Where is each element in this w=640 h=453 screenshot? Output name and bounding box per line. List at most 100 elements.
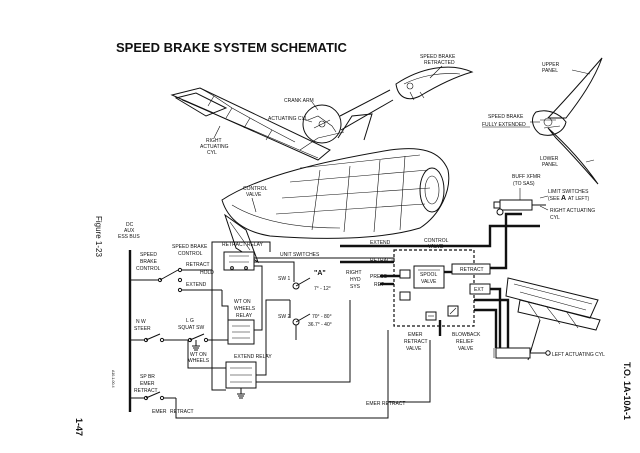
spool-valve-label-1: SPOOL bbox=[420, 272, 437, 278]
wt-on-wheels-label-2: WHEELS bbox=[188, 358, 210, 364]
actuating-cyl-label: ACTUATING CYL bbox=[268, 116, 308, 122]
page-number-label: 1-47 bbox=[74, 418, 84, 436]
limit-switches-label-1: LIMIT SWITCHES bbox=[548, 189, 589, 195]
sp-br-emer-retract-switch bbox=[130, 391, 177, 408]
wt-on-wheels-relay-label-2: WHEELS bbox=[234, 306, 256, 312]
extend-relay-label: EXTEND RELAY bbox=[234, 354, 272, 360]
limit-switches-label-2: (SEE bbox=[548, 196, 560, 202]
hold-position-label: HOLD bbox=[200, 270, 214, 276]
speed-brake-retracted-label-2: RETRACTED bbox=[424, 60, 455, 66]
emer-retract-valve-label-3: VALVE bbox=[406, 346, 422, 352]
sp-br-emer-retract-label-1: SP BR bbox=[140, 374, 155, 380]
figure-number-label: Figure 1-23 bbox=[94, 216, 103, 257]
unit-switches-label: UNIT SWITCHES bbox=[280, 252, 320, 258]
speed-brake-control-left-label-3: CONTROL bbox=[136, 266, 161, 272]
extend-position-label: EXTEND bbox=[186, 282, 207, 288]
crank-arm-callout bbox=[302, 89, 394, 144]
right-hyd-sys-label-2: HYD bbox=[350, 277, 361, 283]
dc-aux-ess-bus-label-3: ESS BUS bbox=[118, 234, 140, 240]
nw-steer-switch bbox=[130, 333, 188, 343]
lower-panel-label-2: PANEL bbox=[542, 162, 558, 168]
right-actuating-cyl-top-label-2: ACTUATING bbox=[200, 144, 229, 150]
extend-pipe-label: EXTEND bbox=[370, 240, 391, 246]
emer-label: EMER bbox=[152, 409, 167, 415]
speed-brake-extended-detail bbox=[530, 57, 603, 185]
upper-panel-label-2: PANEL bbox=[542, 68, 558, 74]
left-actuating-cylinder bbox=[493, 347, 551, 359]
lg-squat-sw-label-1: L G bbox=[186, 318, 194, 324]
limit-switches-a-mark: A bbox=[561, 195, 566, 202]
blowback-relief-valve-label-1: BLOWBACK bbox=[452, 332, 481, 338]
sw2-angle-label-1: 70° - 80° bbox=[312, 314, 332, 320]
wt-on-wheels-relay bbox=[227, 319, 255, 345]
speed-brake-retracted-detail bbox=[395, 65, 474, 101]
wt-on-wheels-label-1: WT ON bbox=[190, 352, 207, 358]
wt-on-wheels-relay-label-1: WT ON bbox=[234, 299, 251, 305]
aircraft-wing-illustration bbox=[170, 87, 601, 361]
blowback-relief-valve-label-2: RELIEF bbox=[456, 339, 474, 345]
control-valve-top-label-1: CONTROL bbox=[243, 186, 268, 192]
a-mark: "A" bbox=[314, 270, 326, 277]
speed-brake-control-mid-label-1: SPEED BRAKE bbox=[172, 244, 208, 250]
wt-on-wheels-relay-label-3: RELAY bbox=[236, 313, 253, 319]
retract-bottom-label: RETRACT bbox=[170, 409, 194, 415]
retract-port-label: RETRACT bbox=[460, 267, 484, 273]
control-valve-mid-label-1: CONTROL bbox=[424, 238, 449, 244]
spool-valve bbox=[413, 265, 445, 289]
limit-switches-label-3: AT LEFT) bbox=[568, 196, 590, 202]
ext-port-label: EXT bbox=[474, 287, 484, 293]
sw1-switch bbox=[292, 270, 311, 290]
internal-valves bbox=[399, 269, 459, 321]
extend-relay bbox=[225, 361, 257, 399]
emer-retract-bottom-label: EMER RETRACT bbox=[366, 401, 405, 407]
speed-brake-control-mid-label-2: CONTROL bbox=[178, 251, 203, 257]
control-wiring bbox=[175, 241, 395, 419]
emer-retract-valve-label-2: RETRACT bbox=[404, 339, 428, 345]
retract-relay-label: RETRACT RELAY bbox=[222, 242, 264, 248]
press-label: PRESS bbox=[370, 274, 388, 280]
speed-brake-control-left-label-1: SPEED bbox=[140, 252, 157, 258]
dc-aux-ess-bus-label-2: AUX bbox=[124, 228, 135, 234]
lg-squat-sw-label-2: SQUAT SW bbox=[178, 325, 204, 331]
emer-retract-valve-label-1: EMER bbox=[408, 332, 423, 338]
buff-xfmr-label-1: BUFF XFMR bbox=[512, 174, 541, 180]
tiny-reference-label: A10-1-00-4 bbox=[111, 370, 115, 388]
buff-xfmr-label-2: (TO SAS) bbox=[513, 181, 535, 187]
dc-aux-ess-bus-label-1: DC bbox=[126, 222, 134, 228]
speed-brake-retracted-label-1: SPEED BRAKE bbox=[420, 54, 456, 60]
speed-brake-extended-label-2: FULLY EXTENDED bbox=[482, 122, 526, 128]
hydraulic-piping bbox=[340, 212, 540, 352]
right-actuating-cylinder bbox=[493, 188, 549, 216]
right-actuating-cyl-right-label-2: CYL bbox=[550, 215, 560, 221]
left-actuating-cyl-label: LEFT ACTUATING CYL bbox=[552, 352, 605, 358]
sw2-angle-label-2: 36.7° - 40° bbox=[308, 322, 332, 328]
right-hyd-sys-label-3: SYS bbox=[350, 284, 361, 290]
right-hyd-sys-label-1: RIGHT bbox=[346, 270, 362, 276]
retract-relay bbox=[223, 251, 255, 271]
crank-arm-label: CRANK ARM bbox=[284, 98, 314, 104]
right-actuating-cyl-right-label-1: RIGHT ACTUATING bbox=[550, 208, 595, 214]
sw1-label: SW 1 bbox=[278, 276, 290, 282]
lower-panel-label-1: LOWER bbox=[540, 156, 559, 162]
nw-steer-label-2: STEER bbox=[134, 326, 151, 332]
speed-brake-control-switch bbox=[130, 250, 222, 293]
speed-brake-extended-label-1: SPEED BRAKE bbox=[488, 114, 524, 120]
sw1-angle-label: 7° - 12° bbox=[314, 286, 331, 292]
retract-position-label: RETRACT bbox=[186, 262, 210, 268]
sw2-label: SW 2 bbox=[278, 314, 290, 320]
sp-br-emer-retract-label-3: RETRACT bbox=[134, 388, 158, 394]
sp-br-emer-retract-label-2: EMER bbox=[140, 381, 155, 387]
document-number-label: T.O. 1A-10A-1 bbox=[622, 362, 632, 420]
lg-squat-switch bbox=[187, 333, 232, 351]
blowback-relief-valve-label-3: VALVE bbox=[458, 346, 474, 352]
control-valve-top-label-2: VALVE bbox=[246, 192, 262, 198]
sw2-switch bbox=[289, 300, 311, 340]
ret-label: RET bbox=[374, 282, 384, 288]
right-actuating-cyl-top-label-1: RIGHT bbox=[206, 138, 222, 144]
spool-valve-label-2: VALVE bbox=[421, 279, 437, 285]
nw-steer-label-1: N W bbox=[136, 319, 146, 325]
page-title: SPEED BRAKE SYSTEM SCHEMATIC bbox=[116, 40, 348, 55]
right-actuating-cyl-top-label-3: CYL bbox=[207, 150, 217, 156]
speed-brake-control-left-label-2: BRAKE bbox=[140, 259, 158, 265]
